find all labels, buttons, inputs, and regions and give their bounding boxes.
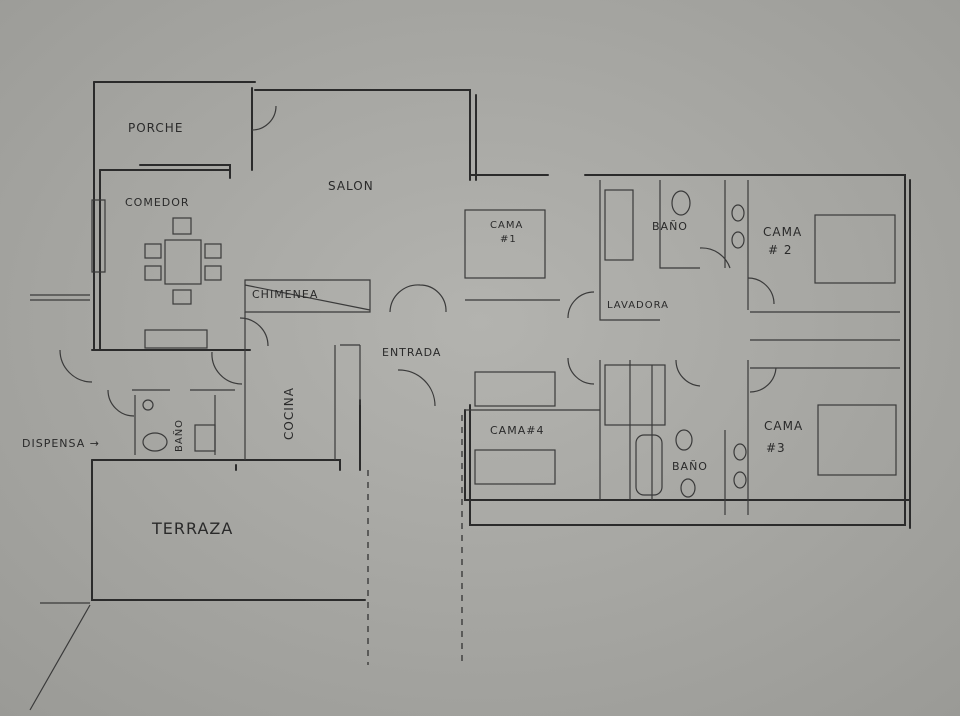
label-cama2-a: CAMA <box>763 225 802 239</box>
label-lavadora: LAVADORA <box>607 300 669 311</box>
terrace-lines <box>29 294 463 711</box>
doors <box>59 105 777 417</box>
label-dispensa: DISPENSA → <box>22 437 100 450</box>
label-cama2-b: # 2 <box>768 243 793 257</box>
label-entrada: ENTRADA <box>382 346 441 359</box>
label-cama3-a: CAMA <box>764 419 803 433</box>
label-chimenea: CHIMENEA <box>252 288 318 301</box>
label-bano-bottom: BAÑO <box>672 460 708 473</box>
label-bano-left: BAÑO <box>172 419 185 452</box>
label-cama1-a: CAMA <box>490 220 523 231</box>
label-cama4: CAMA#4 <box>490 424 544 437</box>
label-salon: SALON <box>328 179 374 193</box>
label-terraza: TERRAZA <box>151 519 233 538</box>
label-comedor: COMEDOR <box>125 196 190 209</box>
room-labels: PORCHE SALON COMEDOR CHIMENEA ENTRADA CO… <box>22 121 803 538</box>
furniture <box>142 189 897 498</box>
label-cama1-b: #1 <box>500 234 517 245</box>
label-porche: PORCHE <box>128 121 183 135</box>
label-cocina: COCINA <box>282 387 296 440</box>
label-bano-top: BAÑO <box>652 220 688 233</box>
label-cama3-b: #3 <box>766 441 786 455</box>
